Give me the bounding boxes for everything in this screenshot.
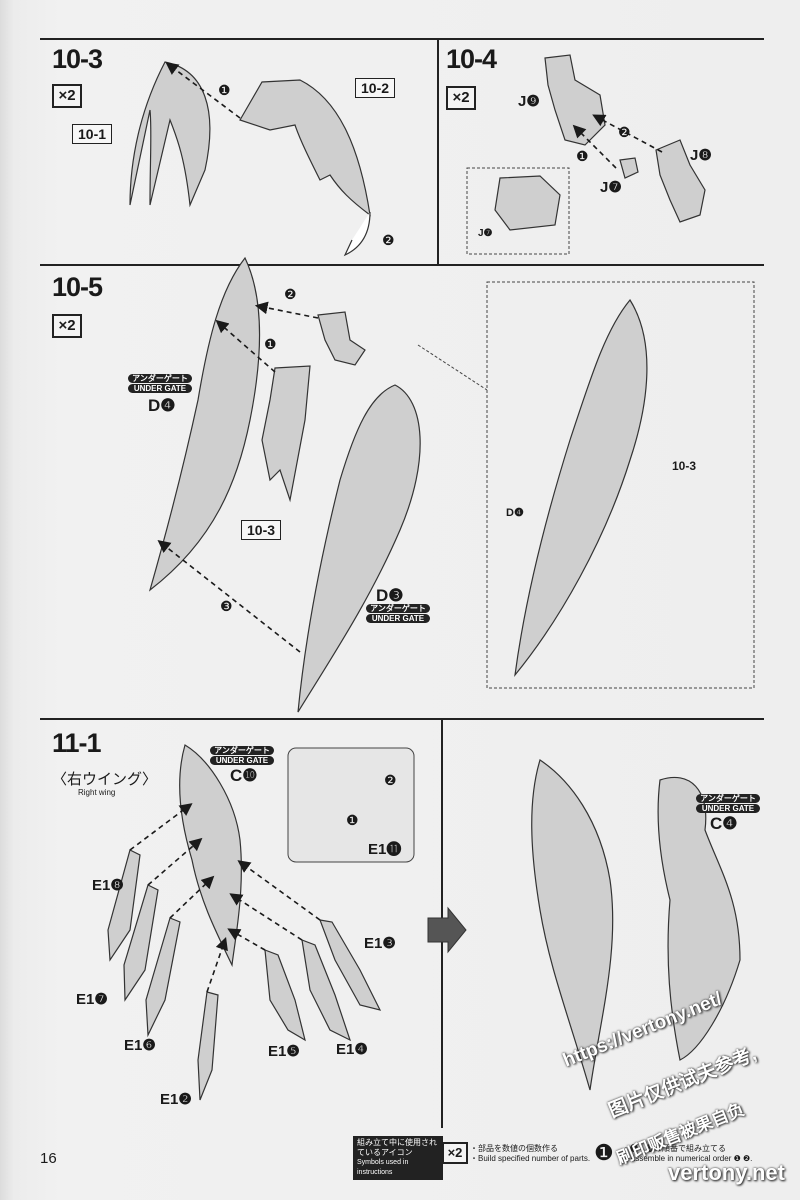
label-e14: E1❹ — [336, 1041, 368, 1058]
inset-10-4 — [466, 167, 570, 255]
part-j7-inset — [494, 175, 561, 231]
divider-col-top — [437, 38, 439, 266]
part-e18 — [107, 849, 141, 962]
inset-10-5 — [486, 281, 755, 689]
legend-order-text: ・❶→❷の順番で組み立てる ・Assemble in numerical ord… — [622, 1144, 753, 1163]
qty-icon-10-3: ×2 — [52, 84, 82, 108]
assembled-wing-detail — [514, 298, 648, 678]
arrow-10-5-3 — [157, 540, 301, 653]
arrow-11-1-c — [169, 875, 215, 919]
part-j7 — [619, 157, 639, 179]
divider-row1 — [40, 264, 764, 266]
label-j9: J❾ — [518, 93, 540, 110]
label-e17: E1❼ — [76, 991, 108, 1008]
label-c10: C❿ — [230, 766, 258, 785]
qty-icon-10-4: ×2 — [446, 86, 476, 110]
divider-row2 — [40, 718, 764, 720]
arrow-10-3-1 — [165, 62, 241, 119]
order-mark-1: ❶ — [576, 148, 589, 164]
part-e15 — [264, 949, 306, 1042]
legend-qty-text: ・部品を数値の個数作る ・Build specified number of p… — [470, 1144, 591, 1163]
label-c4: C❹ — [710, 814, 738, 833]
arrow-11-1-e — [237, 860, 321, 921]
tag-10-3-a: 10-3 — [241, 520, 282, 540]
order-mark-1: ❶ — [218, 82, 231, 98]
legend-qty-icon: ×2 — [442, 1142, 468, 1164]
part-connector — [317, 311, 366, 366]
arrow-10-5-2 — [254, 301, 319, 319]
watermark-site: vertony.net — [668, 1160, 785, 1185]
tag-10-2: 10-2 — [355, 78, 396, 98]
arrow-10-4-2 — [592, 114, 663, 153]
label-d4-small: D❹ — [506, 507, 524, 519]
page-number: 16 — [40, 1150, 57, 1167]
divider-top — [40, 38, 764, 40]
step-10-5: 10-5 — [52, 272, 103, 302]
label-d4: D❹ — [148, 396, 176, 415]
rotate-arrow — [343, 211, 371, 257]
qty-icon-10-5: ×2 — [52, 314, 82, 338]
step-11-1: 11-1 — [52, 728, 102, 758]
tag-10-1: 10-1 — [72, 124, 113, 144]
label-e11: E1⓫ — [368, 841, 402, 858]
order-mark-3: ❸ — [220, 598, 233, 614]
legend-order-icon: ❶ — [594, 1140, 614, 1165]
part-10-1-feathers — [129, 61, 211, 208]
part-d4 — [148, 256, 261, 592]
order-mark-1: ❶ — [346, 812, 359, 828]
label-j7-small: J❼ — [478, 228, 493, 239]
inset-11-1 — [287, 747, 415, 863]
step-10-3: 10-3 — [52, 44, 103, 74]
arrow-11-1-f — [229, 893, 303, 941]
label-e16: E1❻ — [124, 1037, 156, 1054]
tag-10-3-b: 10-3 — [672, 459, 697, 473]
wing-title-jp: 〈右ウイング〉 — [52, 771, 158, 788]
label-e13: E1❸ — [364, 935, 396, 952]
arrow-10-5-1 — [215, 319, 276, 373]
label-e12: E1❷ — [160, 1091, 192, 1108]
arrow-11-1-g — [227, 928, 266, 951]
part-10-3-small — [261, 365, 311, 503]
order-mark-1: ❶ — [264, 336, 277, 352]
part-j9 — [544, 54, 606, 146]
part-c4 — [657, 776, 741, 1061]
order-mark-2: ❷ — [618, 124, 631, 140]
part-c10 — [179, 744, 242, 968]
label-j8: J❽ — [690, 147, 712, 164]
label-j7: J❼ — [600, 179, 622, 196]
part-e17 — [123, 884, 159, 1002]
next-arrow — [427, 906, 467, 954]
order-mark-2: ❷ — [382, 232, 395, 248]
part-j8 — [655, 139, 706, 223]
part-d3 — [297, 384, 421, 713]
order-mark-2: ❷ — [384, 772, 397, 788]
order-mark-2: ❷ — [284, 286, 297, 302]
arrow-10-4-1 — [572, 124, 617, 169]
label-d3: D❸ — [376, 586, 404, 605]
symbols-legend-title: 組み立て中に使用されているアイコン Symbols used in instru… — [353, 1136, 443, 1180]
part-e12 — [197, 991, 219, 1101]
part-e16 — [145, 917, 181, 1038]
assembled-right-wing — [531, 759, 614, 1091]
part-10-2-wing — [239, 79, 371, 217]
label-e15: E1❺ — [268, 1043, 300, 1060]
step-10-4: 10-4 — [446, 44, 497, 74]
arrow-11-1-d — [206, 936, 228, 993]
part-e14 — [301, 939, 352, 1042]
arrow-11-1-a — [129, 803, 193, 851]
label-e18: E1❽ — [92, 877, 124, 894]
arrow-11-1-b — [147, 837, 203, 886]
part-e13 — [319, 919, 382, 1011]
wing-title-en: Right wing — [78, 788, 116, 797]
